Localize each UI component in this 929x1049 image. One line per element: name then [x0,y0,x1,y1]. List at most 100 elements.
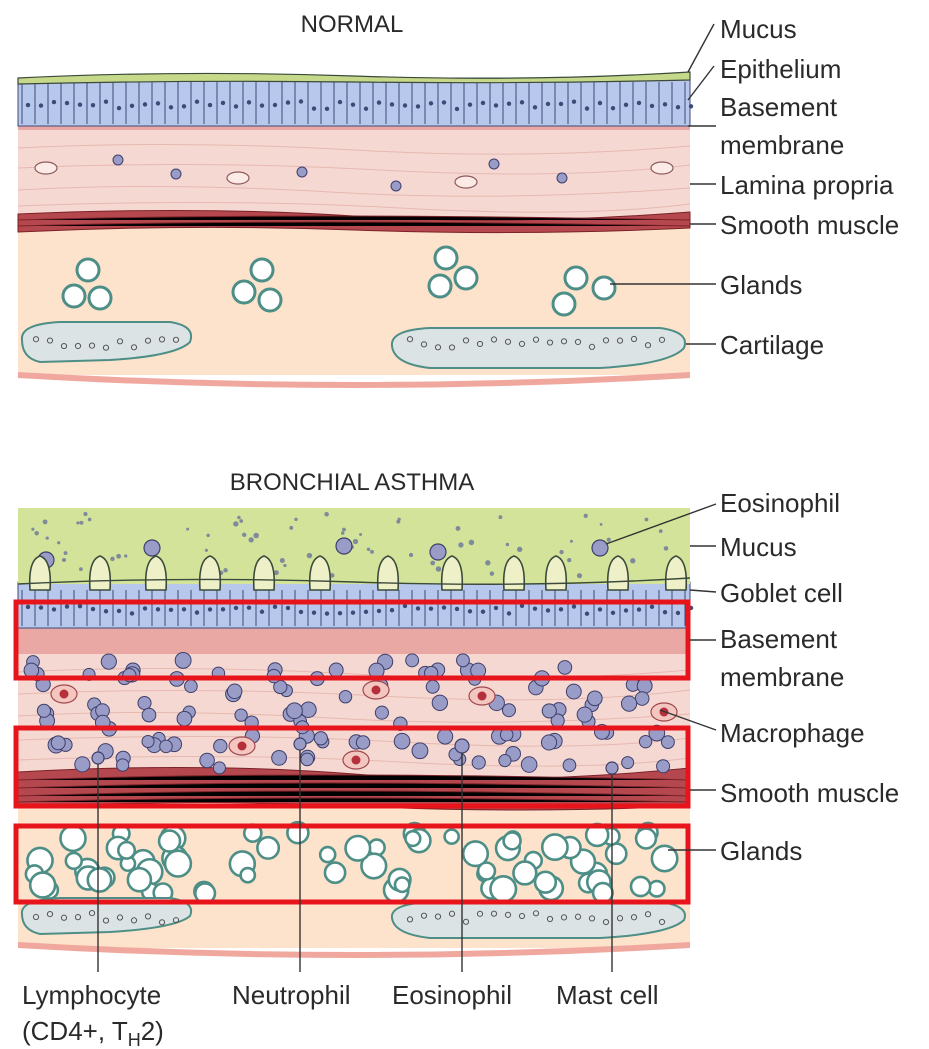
label-normal-smooth-muscle: Smooth muscle [720,210,899,240]
lamina-vessel [35,162,57,174]
epithelial-nucleus [169,608,173,612]
mucus-particle [342,528,346,532]
mucus-particle [76,521,79,524]
lamina-cell [113,155,123,165]
asthma-mucus [18,508,690,584]
epithelial-nucleus [403,103,407,107]
epithelial-nucleus [169,105,173,109]
gland-acinus [60,826,85,851]
inflammatory-cell [301,753,314,766]
label-normal-basement-2: membrane [720,130,844,160]
epithelial-nucleus [299,99,303,103]
epithelial-nucleus [117,106,121,110]
inflammatory-cell [356,736,369,749]
mucus-particle [110,557,114,561]
inflammatory-cell [563,759,576,772]
epithelial-nucleus [65,101,69,105]
epithelial-nucleus [351,102,355,106]
epithelial-nucleus [221,101,225,105]
epithelial-nucleus [624,608,628,612]
mucus-particle [506,543,509,546]
mucus-particle [517,547,522,552]
mucus-particle [57,541,60,544]
mucus-eosinophil [430,544,446,560]
epithelial-nucleus [234,104,238,108]
neutrophil-marker [294,738,306,750]
mucus-particle [43,519,48,524]
mucus-particle [359,533,362,536]
epithelial-nucleus [195,610,199,614]
mucus-particle [341,531,344,534]
epithelial-nucleus [78,102,82,106]
gland-acinus [66,853,82,869]
epithelial-nucleus [104,609,108,613]
epithelial-nucleus [143,102,147,106]
epithelial-nucleus [325,611,329,615]
gland-acinus [77,259,99,281]
epithelial-nucleus [78,604,82,608]
epithelial-nucleus [494,103,498,107]
mucus-particle [630,558,635,563]
gland-acinus [259,289,281,311]
inflammatory-cell [117,759,129,771]
lamina-cell [297,167,307,177]
inflammatory-cell [24,663,39,678]
epithelial-nucleus [377,609,381,613]
gland-acinus [478,863,495,880]
mucus-eosinophil [144,540,160,556]
epithelial-nucleus [247,605,251,609]
gland-acinus [542,834,567,859]
epithelial-nucleus [559,102,563,106]
gland-acinus [445,830,459,844]
mucus-particle [436,566,441,571]
mucus-particle [456,526,461,531]
inflammatory-cell [51,736,65,750]
epithelial-nucleus [26,605,30,609]
mast-cell-granules [478,692,487,701]
epithelial-nucleus [481,609,485,613]
mucus-particle [205,549,208,552]
epithelial-nucleus [325,107,329,111]
normal-panel: NORMAL [18,11,693,388]
epithelial-nucleus [156,101,160,105]
epithelial-nucleus [442,605,446,609]
mucus-particle [31,528,34,531]
inflammatory-cell [394,733,410,749]
gland-acinus [504,832,521,849]
epithelial-nucleus [520,100,524,104]
epithelial-nucleus [416,104,420,108]
epithelial-nucleus [312,610,316,614]
epithelial-nucleus [637,607,641,611]
gland-acinus [346,836,371,861]
epithelial-nucleus [663,610,667,614]
mucus-particle [83,512,87,516]
gland-acinus [429,275,451,297]
asthma-epithelium [18,582,690,628]
gland-acinus [455,267,477,289]
epithelial-nucleus [507,611,511,615]
epithelial-nucleus [364,610,368,614]
epithelial-nucleus [247,100,251,104]
epithelial-nucleus [286,606,290,610]
inflammatory-cell [287,703,303,719]
gland-acinus [320,847,335,862]
epithelial-nucleus [260,610,264,614]
epithelial-nucleus [52,100,56,104]
epithelial-nucleus [143,606,147,610]
label-lymphocyte-subtype: (CD4+, TH2) [22,1016,164,1049]
inflammatory-cell [142,708,156,722]
epithelial-nucleus [390,608,394,612]
gland-acinus [251,259,273,281]
label-lymphocyte: Lymphocyte [22,980,161,1010]
inflammatory-cell [177,711,192,726]
label-asthma-macrophage: Macrophage [720,718,865,748]
mast-cell-granules [60,690,69,699]
mucus-particle [645,518,649,522]
gland-acinus [63,285,85,307]
epithelial-nucleus [468,102,472,106]
inflammatory-cell [622,757,634,769]
epithelial-nucleus [468,609,472,613]
epithelial-nucleus [533,105,537,109]
eosinophil-marker [455,739,469,753]
inflammatory-cell [521,757,537,773]
